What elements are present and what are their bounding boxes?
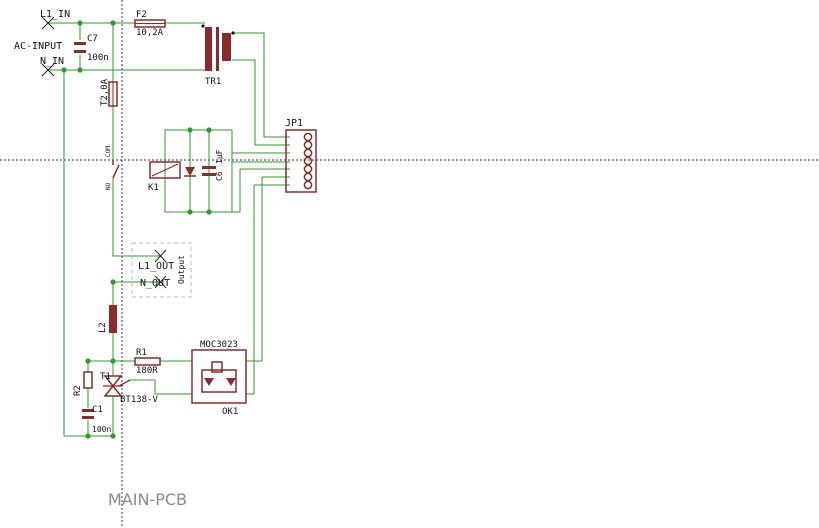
label-c6: C6 bbox=[215, 171, 224, 181]
label-n-out: N_OUT bbox=[140, 278, 170, 289]
label-f2: F2 bbox=[136, 10, 147, 20]
cross-l1-in bbox=[41, 16, 55, 30]
label-f2-value: 10,2A bbox=[136, 28, 164, 38]
label-c7: C7 bbox=[87, 34, 98, 44]
capacitor-c6[interactable] bbox=[202, 166, 216, 176]
label-k1-no: NO bbox=[105, 182, 112, 190]
inductor-l2[interactable] bbox=[109, 305, 117, 333]
label-c1-value: 100n bbox=[92, 425, 111, 434]
label-c6-value: 1µF bbox=[215, 149, 224, 164]
label-l1-in: L1_IN bbox=[40, 9, 70, 20]
label-r1-value: 180R bbox=[136, 366, 158, 376]
cross-n-out bbox=[154, 275, 167, 289]
wires bbox=[48, 22, 290, 437]
labels: L1_IN AC-INPUT N_IN C7 100n F2 10,2A TR1… bbox=[14, 9, 303, 509]
label-l2: L2 bbox=[98, 322, 108, 333]
label-ok1: OK1 bbox=[222, 407, 238, 417]
label-r2: R2 bbox=[73, 385, 83, 396]
capacitor-c7[interactable] bbox=[74, 42, 86, 53]
label-l1-out: L1_OUT bbox=[138, 261, 174, 272]
cross-n-in bbox=[41, 63, 55, 77]
label-moc3023: MOC3023 bbox=[200, 340, 238, 350]
label-k1: K1 bbox=[148, 183, 159, 193]
resistor-r1[interactable] bbox=[134, 357, 161, 366]
diode-d1[interactable] bbox=[184, 167, 196, 177]
label-output: Output bbox=[177, 255, 186, 284]
relay-switch-k1[interactable] bbox=[112, 160, 120, 179]
relay-coil-k1[interactable] bbox=[149, 161, 181, 179]
resistor-r2[interactable] bbox=[83, 371, 93, 389]
label-t1: T1 bbox=[100, 372, 111, 382]
label-tr1: TR1 bbox=[205, 77, 221, 87]
label-c1: C1 bbox=[92, 405, 103, 415]
label-ac-input: AC-INPUT bbox=[14, 41, 62, 52]
cross-l1-out bbox=[154, 249, 167, 263]
optocoupler-ok1[interactable] bbox=[191, 349, 247, 404]
label-bt138: BT138-V bbox=[120, 395, 159, 405]
connector-jp1[interactable] bbox=[285, 129, 317, 193]
label-r1: R1 bbox=[136, 348, 147, 358]
label-k1-com: COM bbox=[105, 146, 112, 157]
junctions bbox=[61, 20, 212, 439]
fuse-f1[interactable] bbox=[108, 81, 118, 107]
transformer-tr1[interactable] bbox=[201, 24, 235, 71]
label-c7-value: 100n bbox=[87, 53, 109, 63]
connection-crosses bbox=[41, 16, 167, 289]
fuse-f2[interactable] bbox=[134, 19, 166, 28]
label-board-name: MAIN-PCB bbox=[108, 490, 187, 509]
triac-t1[interactable] bbox=[103, 375, 131, 397]
output-box bbox=[131, 242, 192, 298]
label-n-in: N_IN bbox=[40, 56, 64, 67]
capacitor-c1[interactable] bbox=[82, 409, 94, 419]
label-f1-value: T2,0A bbox=[100, 78, 110, 106]
label-jp1: JP1 bbox=[285, 118, 303, 129]
